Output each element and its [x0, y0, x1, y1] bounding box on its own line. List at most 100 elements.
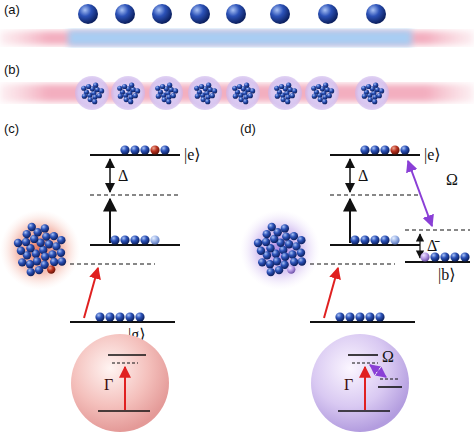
level-atoms: [95, 145, 169, 321]
atom: [117, 86, 122, 91]
cluster-halo: [111, 76, 145, 110]
atom: [195, 94, 200, 99]
atom: [316, 84, 321, 89]
atom: [450, 252, 459, 261]
atom: [162, 97, 167, 102]
atom: [366, 4, 386, 24]
atom: [166, 99, 171, 104]
atom: [377, 93, 382, 98]
waveguide-segment: [68, 30, 412, 46]
atom: [370, 145, 379, 154]
atom: [297, 249, 305, 257]
atom: [92, 99, 97, 104]
atom: [355, 312, 364, 321]
atom: [155, 86, 160, 91]
atom: [290, 93, 295, 98]
atom: [50, 258, 58, 266]
atom: [297, 236, 305, 244]
atom: [156, 94, 161, 99]
atom: [135, 88, 140, 93]
atom: [27, 268, 35, 276]
atom: [128, 99, 133, 104]
waveguide: [0, 31, 474, 45]
atom: [201, 97, 206, 102]
atom: [244, 83, 249, 88]
atom: [57, 236, 65, 244]
atom: [460, 252, 469, 261]
atom: [312, 94, 317, 99]
atom: [322, 99, 327, 104]
atom: [171, 93, 176, 98]
atom: [290, 258, 298, 266]
panel-label: (d): [240, 122, 256, 135]
atom: [233, 94, 238, 99]
atom: [365, 312, 374, 321]
cluster-halo: [268, 76, 302, 110]
atom: [28, 223, 36, 231]
level-label: |e⟩: [424, 147, 441, 163]
cluster-halo: [240, 210, 320, 290]
energy-levels: [310, 155, 470, 322]
energy-levels: [70, 155, 180, 322]
atom: [152, 4, 172, 24]
atom: [274, 86, 279, 91]
cluster-halo: [0, 210, 80, 290]
atom: [380, 235, 389, 244]
panel-label: (b): [4, 63, 20, 76]
atom: [279, 84, 284, 89]
atom: [323, 83, 328, 88]
atom: [282, 232, 290, 240]
atom: [135, 312, 144, 321]
atom: [97, 93, 102, 98]
atom: [14, 239, 22, 247]
atom: [232, 86, 237, 91]
atom: [226, 4, 246, 24]
coupling-label: Ω: [382, 349, 394, 365]
atom: [95, 312, 104, 321]
cluster-halo: [75, 76, 109, 110]
atom-row: [78, 4, 386, 24]
atom: [78, 4, 98, 24]
atom: [118, 94, 123, 99]
atom: [266, 260, 274, 268]
atom: [350, 235, 359, 244]
atom: [212, 88, 217, 93]
atom-cluster: [14, 223, 66, 276]
atom: [26, 260, 34, 268]
atom: [41, 224, 49, 232]
atom: [263, 230, 271, 238]
atom: [99, 88, 104, 93]
cluster-halo: [305, 76, 339, 110]
atom: [345, 312, 354, 321]
atom: [17, 247, 25, 255]
atom: [366, 84, 371, 89]
atom: [329, 88, 334, 93]
atom: [380, 145, 389, 154]
atom: [281, 224, 289, 232]
level-label: Ω: [446, 172, 458, 188]
atom: [199, 84, 204, 89]
atom: [48, 250, 56, 258]
decay-rate: Γ: [104, 377, 113, 393]
atom: [133, 93, 138, 98]
atom: [129, 83, 134, 88]
atom: [124, 97, 129, 102]
atom: [41, 253, 49, 261]
cluster-halo: [355, 76, 389, 110]
atom: [205, 99, 210, 104]
atom: [18, 258, 26, 266]
sphere-outline: [70, 333, 170, 433]
atom: [237, 84, 242, 89]
level-label: Δ: [358, 168, 368, 184]
atom: [86, 84, 91, 89]
atom: [281, 253, 289, 261]
atom: [35, 266, 43, 274]
atom: [360, 235, 369, 244]
atom: [122, 84, 127, 89]
atom: [281, 97, 286, 102]
atom: [390, 235, 399, 244]
level-sphere: ΓΩ: [310, 333, 410, 433]
atom: [298, 257, 306, 265]
atom: [254, 239, 262, 247]
atom: [93, 83, 98, 88]
